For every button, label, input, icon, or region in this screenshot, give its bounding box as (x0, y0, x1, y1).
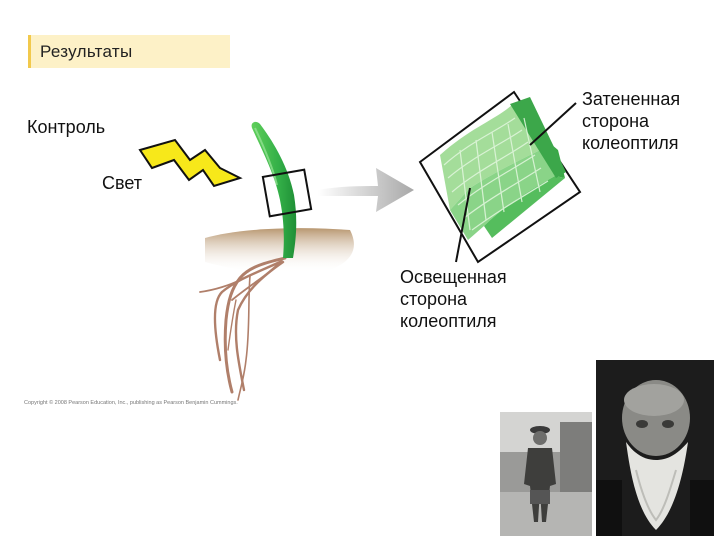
copyright-note: Copyright © 2008 Pearson Education, Inc.… (24, 400, 238, 406)
label-shaded-side: Затененная сторона колеоптиля (582, 89, 681, 153)
photo-bearded-man (596, 360, 714, 536)
slide-title: Результаты (40, 42, 133, 61)
soil (205, 228, 354, 273)
roots (199, 256, 287, 401)
magnify-arrow-icon (318, 168, 414, 212)
zoomed-cell-view (418, 90, 582, 264)
label-control: Контроль (27, 117, 106, 137)
label-light: Свет (102, 173, 143, 193)
coleoptile-shoot (251, 121, 297, 258)
light-bolt-icon (138, 138, 243, 188)
magnification-box (261, 168, 313, 218)
label-illuminated-side: Освещенная сторона колеоптиля (400, 267, 507, 331)
title-background (28, 35, 230, 68)
photo-young-man (500, 412, 592, 536)
